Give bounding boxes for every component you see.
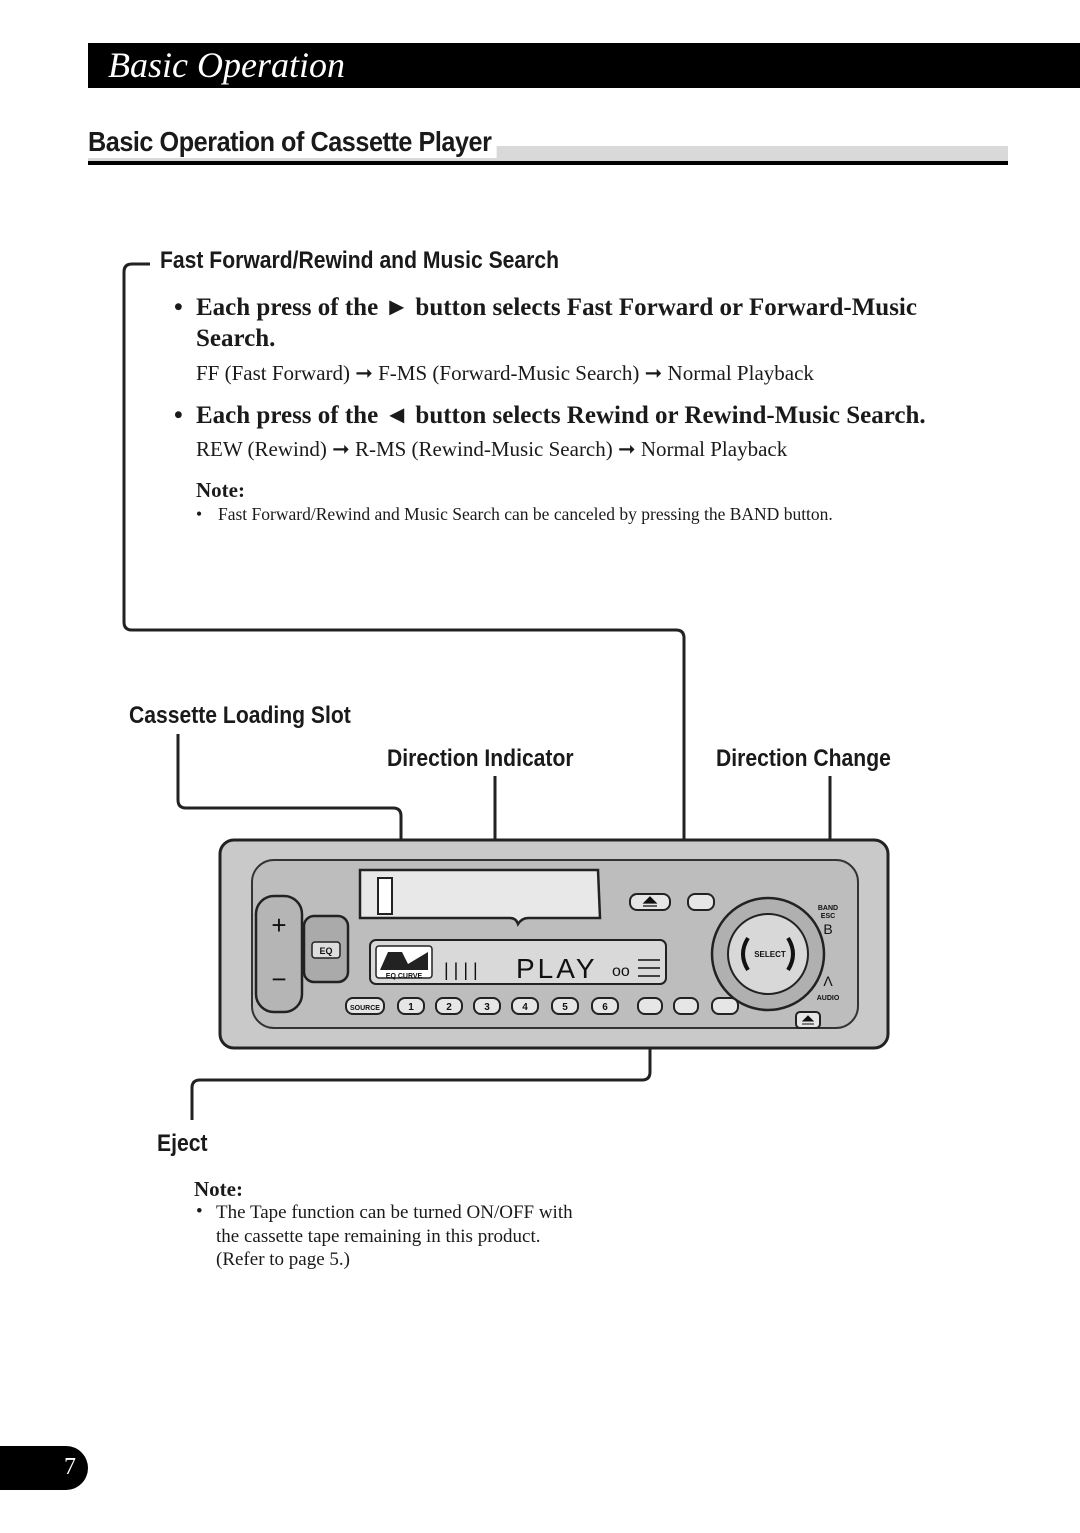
arrow-right-icon: ➞ [355,361,379,385]
eq-label: EQ [319,946,332,956]
bottom-note-heading: Note: [194,1177,243,1201]
fast-forward-icon[interactable] [786,936,795,972]
extra-button-3[interactable] [711,997,739,1015]
cassette-slot [358,868,602,927]
preset-label-5: 5 [562,1002,568,1013]
page-number: 7 [64,1454,76,1480]
arrow-right-icon: ➞ [332,437,355,461]
seq2-step-3: Normal Playback [640,437,788,461]
arrow-right-icon: ➞ [644,361,668,385]
rewind-icon[interactable] [741,936,750,972]
direction-indicator-label: Direction Indicator [387,745,574,772]
bullet-dot-1: • [174,294,183,321]
eq-curve-label: EQ CURVE [386,973,423,980]
preset-button-1[interactable] [397,997,425,1015]
display-level-icon [638,959,660,977]
preset-button-3[interactable] [473,997,501,1015]
seq1-step-2: F-MS (Forward-Music Search) [378,361,640,385]
direction-indicator-bars: | | | | [444,960,478,980]
bottom-note-line: the cassette tape remaining in this prod… [216,1225,541,1247]
source-label: SOURCE [350,1005,380,1012]
eject-callout-line [190,910,652,1120]
function-button[interactable] [687,893,715,911]
audio-icon[interactable]: Λ [823,973,833,989]
detach-icon [801,1015,815,1025]
select-label: SELECT [754,950,786,959]
ff-sequence: FF (Fast Forward) ➞ F-MS (Forward-Music … [196,361,814,386]
audio-label: AUDIO [817,995,840,1002]
select-dial[interactable] [727,913,809,995]
preset-label-4: 4 [522,1002,528,1013]
extra-button-1[interactable] [637,997,663,1015]
cassette-door [377,877,393,915]
header-banner: Basic Operation [88,43,1080,88]
slot-callout-line [176,734,403,884]
ff-note-heading: Note: [196,478,245,502]
lcd-display [369,939,667,985]
eject-icon [642,896,658,907]
preset-button-2[interactable] [435,997,463,1015]
preset-button-6[interactable] [591,997,619,1015]
ff-bullet-2: Each press of the ◄ button selects Rewin… [196,402,926,429]
seq1-step-3: Normal Playback [667,361,814,385]
section-title: Basic Operation of Cassette Player [88,126,497,158]
eq-curve-icon [380,952,428,970]
section-title-rule [88,161,1008,165]
volume-up-icon: + [271,910,286,940]
seq1-step-1: FF (Fast Forward) [196,361,351,385]
extra-button-2[interactable] [673,997,699,1015]
ff-rewind-heading: Fast Forward/Rewind and Music Search [160,247,560,274]
preset-label-6: 6 [602,1002,608,1013]
ff-note-text: Fast Forward/Rewind and Music Search can… [218,504,833,524]
preset-button-5[interactable] [551,997,579,1015]
cassette-player-illustration: + − EQ EQ CURVE | | | | PLAY oo SELECT B… [218,838,890,1050]
seq2-step-2: R-MS (Rewind-Music Search) [354,437,613,461]
bullet-dot-2: • [174,402,183,429]
preset-label-1: 1 [408,1002,414,1013]
source-button[interactable] [345,997,385,1015]
display-play-text: PLAY [516,953,598,984]
eq-button[interactable] [311,941,341,959]
bottom-note-text: The Tape function can be turned ON/OFF w… [216,1201,573,1272]
ff-bullet-1: Each press of the ► button selects Fast … [196,294,917,352]
bottom-note-bullet: • [196,1201,203,1222]
preset-buttons: 1 2 3 4 5 6 [397,997,619,1015]
bottom-note-line: The Tape function can be turned ON/OFF w… [216,1202,573,1223]
seq2-step-1: REW (Rewind) [196,437,327,461]
ff-note-bullet: • [196,504,203,524]
arrow-right-icon: ➞ [618,437,641,461]
band-up-icon[interactable]: B [823,921,832,937]
volume-down-icon: − [271,964,286,994]
page-number-tab: 7 [0,1446,88,1490]
preset-label-2: 2 [446,1002,452,1013]
eject-label: Eject [157,1130,208,1157]
esc-label: ESC [821,913,835,920]
rew-sequence: REW (Rewind) ➞ R-MS (Rewind-Music Search… [196,437,787,462]
display-tape-icon: oo [612,963,630,980]
preset-button-4[interactable] [511,997,539,1015]
banner-title: Basic Operation [108,45,345,85]
cassette-slot-label: Cassette Loading Slot [129,702,351,729]
volume-rocker[interactable] [254,894,304,1014]
bottom-note-line: (Refer to page 5.) [216,1249,350,1270]
band-label: BAND [818,905,838,912]
direction-change-label: Direction Change [716,745,891,772]
preset-label-3: 3 [484,1002,490,1013]
